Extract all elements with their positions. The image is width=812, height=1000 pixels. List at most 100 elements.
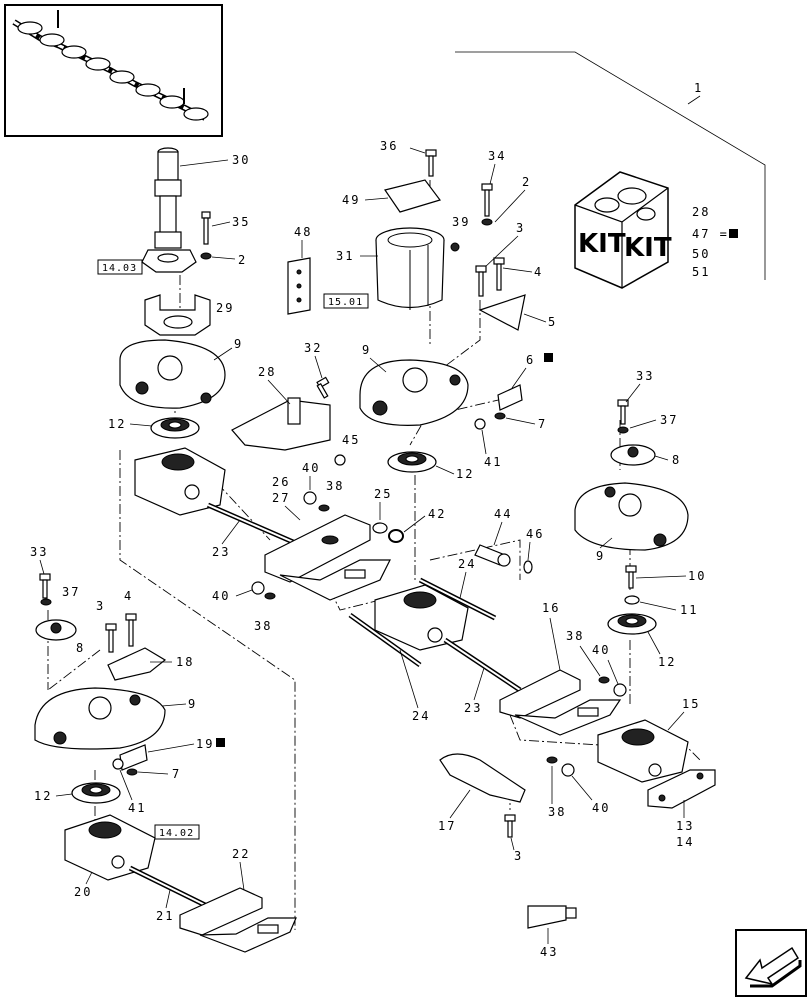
part-46-cap[interactable] [523, 560, 533, 574]
callout-16: 16 [542, 601, 560, 615]
part-19-wedge[interactable] [119, 744, 148, 771]
part-8-hub-left[interactable] [35, 619, 77, 641]
part-25-bushing[interactable] [372, 522, 388, 534]
callout-40-c: 40 [592, 643, 610, 657]
part-17-skid[interactable] [439, 753, 526, 803]
part-36-bolt[interactable] [425, 149, 437, 177]
part-12-bearing-bottom-left[interactable] [71, 782, 121, 804]
part-20-gearbox-housing[interactable] [64, 814, 156, 881]
part-3-bolt-bottom[interactable] [504, 814, 516, 838]
callout-4-top: 4 [534, 265, 543, 279]
arrow-left-icon [744, 946, 800, 986]
callout-32: 32 [304, 341, 322, 355]
part-30-drive-shaft[interactable] [141, 147, 197, 273]
callout-24-a: 24 [458, 557, 476, 571]
callout-40-b: 40 [212, 589, 230, 603]
part-37-washer-right[interactable] [617, 426, 629, 434]
callout-41-left: 41 [128, 801, 146, 815]
callout-25: 25 [374, 487, 392, 501]
part-8-hub-right[interactable] [610, 444, 656, 466]
overview-thumbnail [4, 4, 223, 137]
part-39-nut[interactable] [450, 242, 460, 252]
part-49-cover-plate[interactable] [384, 179, 441, 213]
part-24-shaft-upper[interactable] [418, 577, 497, 621]
part-22-link-arm[interactable] [179, 887, 297, 953]
callout-13: 13 [676, 819, 694, 833]
part-12-bearing-top-left[interactable] [150, 417, 200, 439]
part-28-plate[interactable] [231, 397, 331, 451]
part-41-nut-left[interactable] [112, 758, 124, 770]
part-4-bolt-top[interactable] [493, 257, 505, 291]
ref-box-14-02[interactable] [154, 824, 200, 840]
part-12-bearing-center[interactable] [387, 451, 437, 473]
part-40-nut-d[interactable] [561, 763, 575, 777]
part-43-grease-tube[interactable] [527, 905, 577, 929]
part-33-bolt-left[interactable] [39, 573, 51, 599]
callout-37-right: 37 [660, 413, 678, 427]
part-40-nut-c[interactable] [613, 683, 627, 697]
part-7-washer-left[interactable] [126, 768, 138, 776]
callout-23-b: 23 [464, 701, 482, 715]
part-33-bolt-right[interactable] [617, 399, 629, 425]
part-16-link-arm[interactable] [499, 669, 622, 736]
part-31-cage[interactable] [375, 227, 445, 310]
part-9-disc-center[interactable] [359, 359, 469, 426]
part-11-washer[interactable] [624, 595, 640, 605]
part-9-disc-top-left[interactable] [119, 339, 226, 409]
part-27-link-arm[interactable] [264, 514, 391, 601]
part-38-washer-a[interactable] [318, 504, 330, 512]
part-15-gearbox-housing[interactable] [597, 719, 689, 783]
part-44-pin[interactable] [474, 544, 511, 567]
callout-20: 20 [74, 885, 92, 899]
callout-27: 27 [272, 491, 290, 505]
callout-34: 34 [488, 149, 506, 163]
ref-box-15-01[interactable] [323, 293, 369, 309]
callout-7-top: 7 [538, 417, 547, 431]
part-12-bearing-right[interactable] [607, 613, 657, 635]
part-gearbox-housing-top-left[interactable] [134, 447, 226, 516]
part-13-bracket[interactable] [647, 769, 716, 809]
ref-box-14-03[interactable] [97, 259, 143, 275]
part-42-seal[interactable] [388, 529, 404, 543]
part-9-disc-bottom-left[interactable] [34, 687, 166, 750]
part-7-washer-top[interactable] [494, 412, 506, 420]
part-23-shaft-upper[interactable] [207, 502, 301, 548]
callout-49: 49 [342, 193, 360, 207]
part-40-nut-b[interactable] [251, 581, 265, 595]
callout-44: 44 [494, 507, 512, 521]
callout-3-top: 3 [516, 221, 525, 235]
part-29-guard[interactable] [144, 294, 211, 336]
part-2-washer-b[interactable] [481, 218, 493, 226]
callout-29: 29 [216, 301, 234, 315]
part-24-shaft-lower[interactable] [348, 612, 422, 668]
part-37-washer-left[interactable] [40, 598, 52, 606]
part-48-bracket[interactable] [287, 257, 311, 315]
part-6-wedge[interactable] [497, 384, 523, 411]
part-4-bolt-left[interactable] [125, 613, 137, 647]
part-38-washer-b[interactable] [264, 592, 276, 600]
part-38-washer-d[interactable] [546, 756, 558, 764]
callout-40-d: 40 [592, 801, 610, 815]
part-9-disc-right[interactable] [574, 482, 689, 551]
callout-2-top-right: 2 [522, 175, 531, 189]
part-41-nut-top[interactable] [474, 418, 486, 430]
part-38-washer-c[interactable] [598, 676, 610, 684]
part-10-bolt[interactable] [625, 565, 637, 589]
part-18-knife-holder[interactable] [107, 647, 167, 681]
callout-6-square-marker [544, 353, 553, 362]
part-5-blade[interactable] [478, 294, 526, 331]
part-32-bolt[interactable] [316, 376, 330, 399]
previous-page-arrow-button[interactable] [735, 929, 807, 997]
callout-39: 39 [452, 215, 470, 229]
part-40-nut-a[interactable] [303, 491, 317, 505]
callout-17: 17 [438, 819, 456, 833]
part-21-shaft[interactable] [128, 865, 207, 908]
part-3-bolt-left[interactable] [105, 623, 117, 653]
part-34-bolt[interactable] [481, 183, 493, 217]
part-35-bolt[interactable] [201, 211, 211, 245]
part-3-bolt-top[interactable] [475, 265, 487, 297]
part-45-nut[interactable] [334, 454, 346, 466]
part-2-washer[interactable] [200, 252, 212, 260]
part-23-shaft-lower[interactable] [443, 637, 522, 693]
